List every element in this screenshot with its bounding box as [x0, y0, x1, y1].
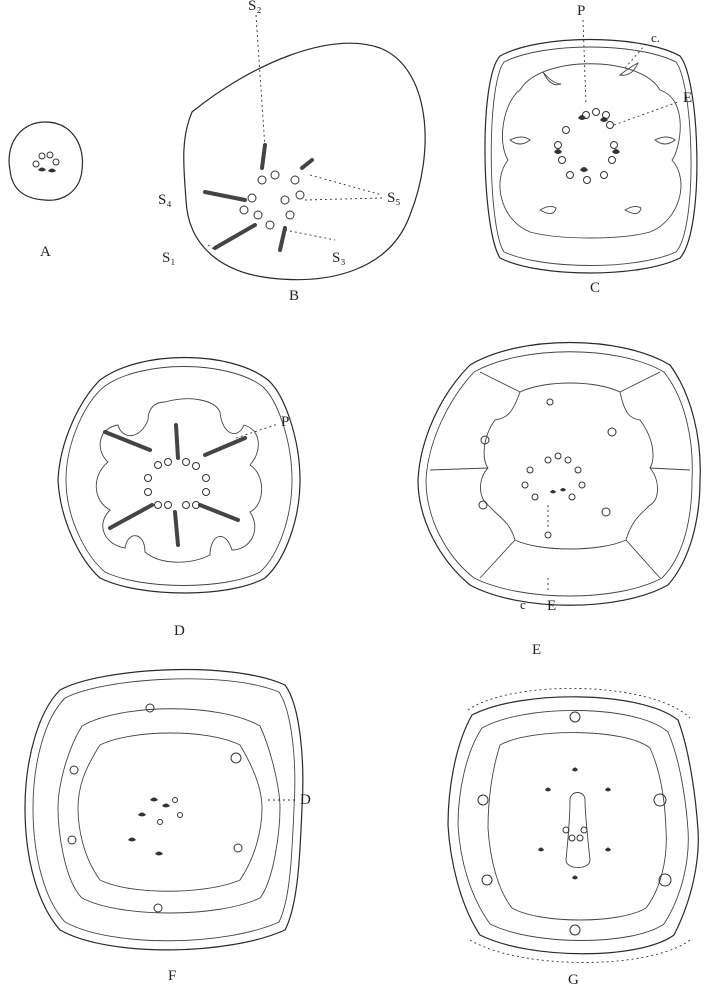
figure-b-label: B	[289, 288, 299, 304]
c-c-annotation: c.	[651, 30, 660, 45]
s1-annotation: S₁	[162, 250, 176, 266]
figure-c-label: C	[590, 280, 600, 296]
figure-b: S₂ S₄ S₅ S₁ S₃ B	[158, 0, 425, 304]
figure-g-label: G	[568, 972, 579, 988]
s3-annotation: S₃	[332, 250, 346, 266]
figure-a: A	[9, 122, 82, 260]
c-e-annotation: E	[683, 90, 692, 106]
figure-g: G	[448, 688, 698, 988]
d-p-annotation: P	[281, 414, 289, 430]
f-d-annotation: D	[300, 792, 311, 808]
figure-e: c E E	[418, 343, 700, 659]
s2-annotation: S₂	[248, 0, 262, 14]
e-e-annotation: E	[547, 598, 556, 614]
figure-f-label: F	[168, 968, 176, 984]
figure-d-label: D	[174, 623, 185, 639]
e-c-annotation: c	[520, 597, 526, 612]
s4-annotation: S₄	[158, 192, 172, 208]
figure-c: P c. E C	[485, 3, 697, 296]
s5-annotation: S₅	[387, 190, 401, 206]
figure-f: D F	[25, 670, 311, 984]
figure-e-label: E	[532, 642, 541, 658]
c-p-annotation: P	[577, 3, 585, 19]
figure-d: P D	[58, 358, 300, 640]
figure-a-label: A	[40, 244, 51, 260]
